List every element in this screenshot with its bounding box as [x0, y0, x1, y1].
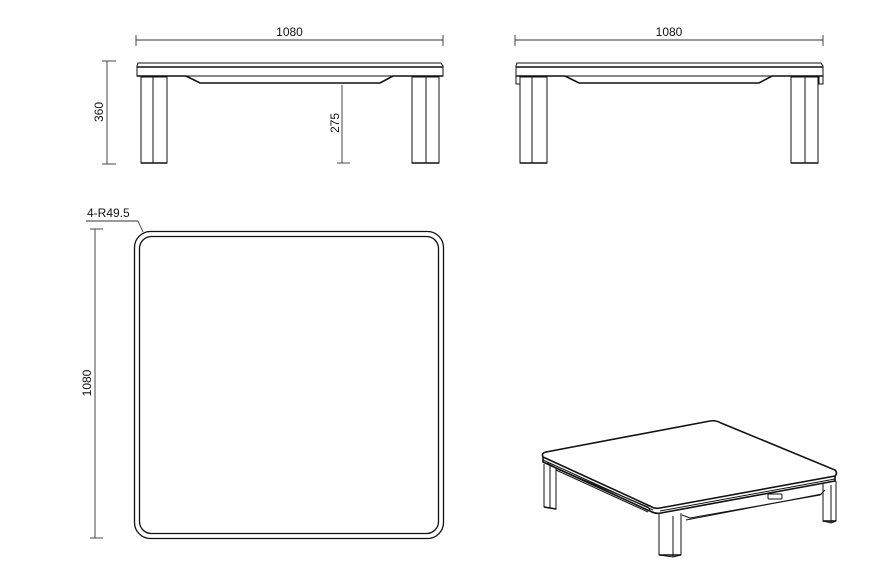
- front-clearance-dimension: 275: [328, 85, 350, 164]
- side-width-dimension: 1080: [514, 25, 824, 46]
- front-tabletop: [136, 62, 444, 84]
- plan-depth-label: 1080: [80, 369, 94, 396]
- corner-radius-label: 4-R49.5: [87, 206, 130, 220]
- plan-depth-dimension: 1080: [80, 228, 103, 539]
- side-tabletop: [515, 62, 824, 85]
- iso-tabletop-surface: [541, 419, 838, 510]
- plan-view: 1080 4-R49.5: [80, 206, 445, 540]
- corner-radius-callout: 4-R49.5: [86, 206, 144, 233]
- front-elevation: 1080 360 275: [92, 25, 444, 165]
- isometric-view: [541, 419, 838, 558]
- iso-leg-back-left: [543, 464, 557, 510]
- front-leg-left: [140, 76, 168, 164]
- iso-leg-front: [658, 513, 682, 558]
- front-height-dimension: 360: [92, 60, 116, 165]
- front-leg-right: [411, 76, 440, 164]
- side-leg-left: [519, 76, 548, 164]
- plan-tabletop-outline: [133, 230, 445, 540]
- side-elevation: 1080: [514, 25, 824, 164]
- front-width-dimension: 1080: [135, 25, 444, 46]
- front-height-label: 360: [92, 102, 106, 122]
- front-clearance-label: 275: [328, 113, 342, 133]
- side-leg-right: [790, 76, 819, 164]
- side-width-label: 1080: [656, 25, 683, 39]
- iso-leg-right: [822, 481, 837, 524]
- front-width-label: 1080: [276, 25, 303, 39]
